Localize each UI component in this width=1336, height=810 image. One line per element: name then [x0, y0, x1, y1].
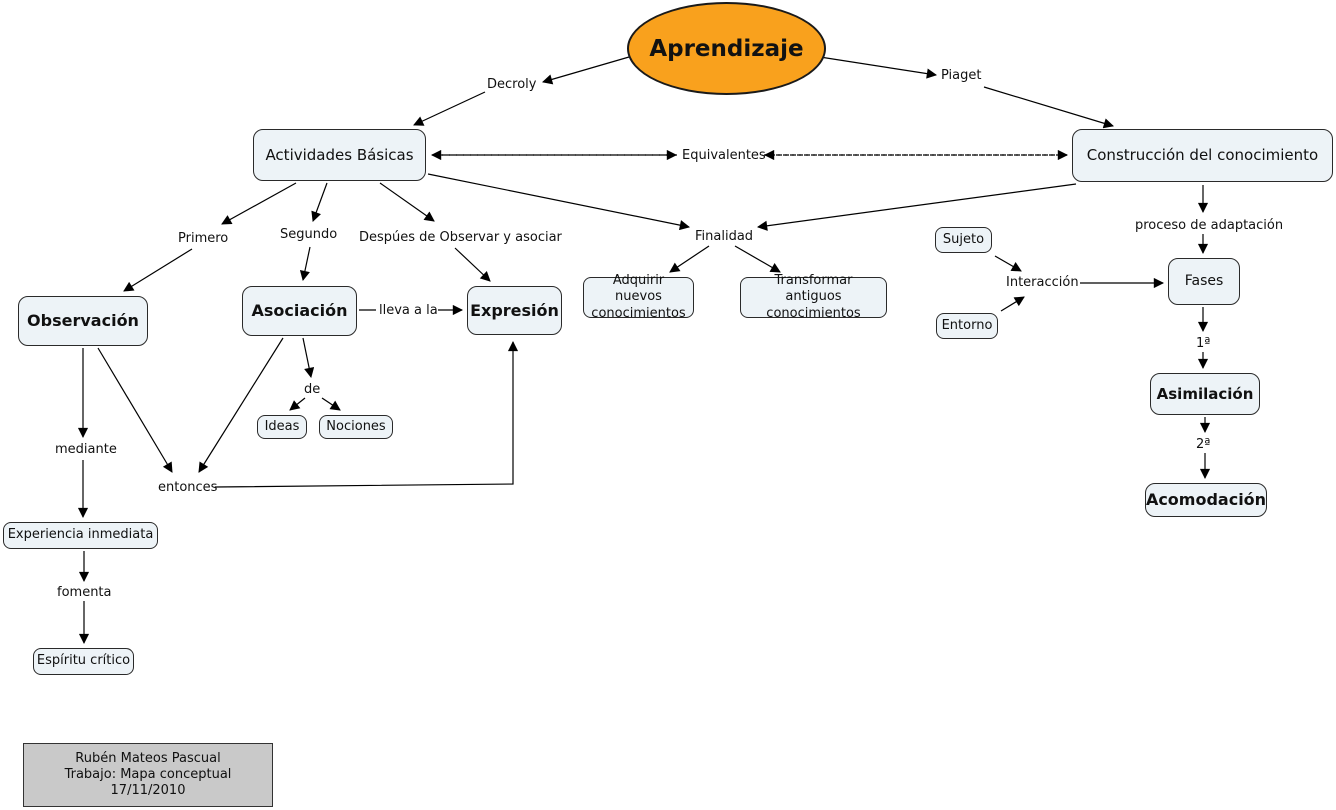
node-label: Fases: [1184, 272, 1224, 289]
link-label-primero: Primero: [178, 231, 229, 246]
link-label-decroly: Decroly: [487, 77, 537, 92]
edge-observacion-entonces: [97, 347, 173, 473]
edge-asociacion-de: [302, 337, 315, 378]
link-label-2a: 2ª: [1196, 437, 1211, 452]
edge-primero-observacion: [123, 248, 193, 292]
node-label: Observación: [27, 311, 139, 330]
node-label: Experiencia inmediata: [7, 527, 154, 543]
link-label-proceso-adaptacion: proceso de adaptación: [1135, 218, 1284, 233]
node-label: Transformar antiguos conocimientos: [766, 273, 861, 321]
node-label: Acomodación: [1145, 490, 1267, 509]
node-label: Construcción del conocimiento: [1086, 146, 1319, 165]
edge-aprendizaje-decroly: [542, 56, 630, 85]
node-observacion: Observación: [18, 296, 148, 346]
link-label-segundo: Segundo: [280, 227, 338, 242]
link-label-de: de: [304, 382, 321, 397]
node-asociacion: Asociación: [242, 286, 357, 336]
edge-actividades-segundo: [311, 182, 328, 222]
node-nociones: Nociones: [319, 415, 393, 439]
node-entorno: Entorno: [936, 313, 998, 339]
node-label: Entorno: [941, 317, 993, 333]
link-label-entonces: entonces: [158, 480, 218, 495]
node-label: Ideas: [264, 418, 300, 434]
node-experiencia-inmediata: Experiencia inmediata: [3, 522, 158, 549]
edge-de-nociones: [321, 397, 341, 411]
link-label-1a: 1ª: [1196, 336, 1211, 351]
link-label-interaccion: Interacción: [1006, 275, 1079, 290]
node-acomodacion: Acomodación: [1145, 483, 1267, 517]
link-label-despues: Despúes de Observar y asociar: [359, 230, 562, 245]
edge-aprendizaje-piaget: [819, 56, 938, 79]
credits-author: Rubén Mateos Pascual: [75, 751, 221, 766]
credits-work: Trabajo: Mapa conceptual: [64, 767, 232, 782]
node-espiritu-critico: Espíritu crítico: [33, 648, 134, 675]
link-label-equivalentes: Equivalentes: [682, 148, 766, 163]
edge-piaget-construccion: [983, 86, 1114, 129]
edge-entorno-interaccion: [1000, 296, 1025, 312]
edge-finalidad-adquirir: [669, 245, 710, 273]
node-sujeto: Sujeto: [935, 227, 992, 253]
node-label: Espíritu crítico: [36, 653, 131, 669]
node-actividades-basicas: Actividades Básicas: [253, 129, 426, 181]
node-label: Adquirir nuevos conocimientos: [591, 273, 686, 321]
node-label: Nociones: [326, 418, 386, 434]
credits-date: 17/11/2010: [110, 783, 186, 798]
link-label-mediante: mediante: [55, 442, 117, 457]
node-label: Expresión: [470, 300, 559, 320]
node-aprendizaje: Aprendizaje: [627, 2, 826, 95]
link-label-piaget: Piaget: [941, 68, 982, 83]
edge-construccion-finalidad: [756, 183, 1077, 231]
node-construccion-conocimiento: Construcción del conocimiento: [1072, 129, 1333, 182]
node-asimilacion: Asimilación: [1150, 373, 1260, 415]
node-label: Sujeto: [942, 231, 985, 247]
link-label-finalidad: Finalidad: [695, 229, 754, 244]
credits-box: Rubén Mateos Pascual Trabajo: Mapa conce…: [23, 743, 273, 807]
edge-de-ideas: [289, 397, 306, 411]
link-label-fomenta: fomenta: [57, 585, 112, 600]
node-aprendizaje-label: Aprendizaje: [649, 35, 804, 62]
node-adquirir-nuevos: Adquirir nuevos conocimientos: [583, 273, 694, 321]
link-label-lleva-a-la: lleva a la: [379, 303, 438, 318]
edge-finalidad-transformar: [734, 245, 781, 273]
node-label: Asimilación: [1156, 384, 1254, 403]
node-label: Asociación: [251, 301, 348, 320]
node-expresion: Expresión: [467, 286, 562, 335]
edge-asociacion-entonces: [198, 337, 284, 473]
node-ideas: Ideas: [257, 415, 307, 439]
node-label: Actividades Básicas: [265, 145, 414, 164]
node-fases: Fases: [1168, 258, 1240, 305]
edge-decroly-actividades: [413, 91, 486, 126]
node-transformar-antiguos: Transformar antiguos conocimientos: [740, 273, 887, 321]
edge-actividades-finalidad: [427, 173, 690, 231]
edge-segundo-asociacion: [299, 246, 311, 281]
edge-sujeto-interaccion: [994, 255, 1022, 272]
edge-actividades-despues: [379, 182, 435, 222]
edge-entonces-expresion: [214, 340, 519, 488]
edge-despues-expresion: [454, 247, 491, 282]
edge-actividades-primero: [221, 182, 297, 225]
